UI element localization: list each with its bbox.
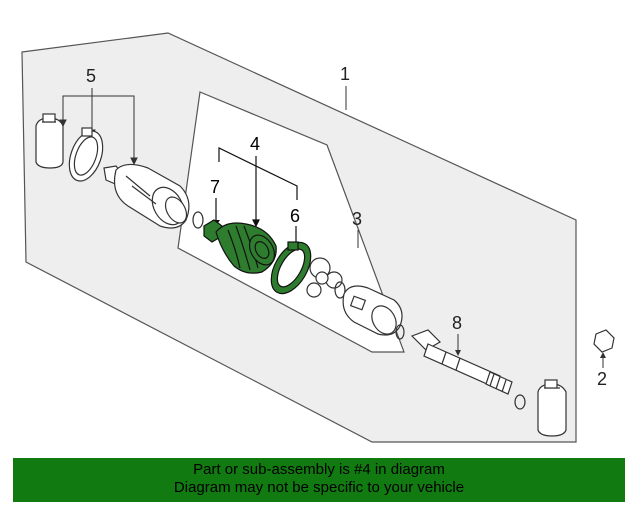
callout-2-label[interactable]: 2	[597, 369, 607, 389]
banner-line-2: Diagram may not be specific to your vehi…	[173, 479, 465, 496]
banner-line-1: Part or sub-assembly is #4 in diagram	[193, 461, 445, 478]
inner-snap-ring	[395, 324, 405, 340]
right-grease-pack	[537, 379, 567, 437]
callout-4-label[interactable]: 4	[250, 134, 260, 154]
callout-2-arrowhead	[600, 352, 606, 358]
left-grease-pack	[35, 113, 64, 169]
shaft-snap-ring	[514, 394, 526, 410]
tripod-snap-ring	[334, 281, 346, 299]
callout-1-label[interactable]: 1	[340, 64, 350, 84]
inner-joint-housing	[342, 285, 403, 336]
callout-4-bracket	[218, 147, 298, 228]
info-banner: Part or sub-assembly is #4 in diagram Di…	[13, 458, 625, 502]
callout-6-label[interactable]: 6	[290, 206, 300, 226]
callout-8-label[interactable]: 8	[452, 313, 462, 333]
drive-shaft	[410, 329, 513, 395]
left-boot-clamp	[68, 127, 104, 182]
tripod-spider	[306, 257, 343, 298]
outer-cv-joint	[103, 163, 190, 229]
left-snap-ring	[192, 211, 204, 229]
boot-kit-highlighted[interactable]	[203, 219, 319, 300]
callout-5-label[interactable]: 5	[86, 66, 96, 86]
callout-3-label[interactable]: 3	[352, 209, 362, 229]
callout-8-arrowhead	[455, 350, 461, 356]
callout-7-label[interactable]: 7	[210, 177, 220, 197]
hub-nut	[593, 329, 615, 353]
